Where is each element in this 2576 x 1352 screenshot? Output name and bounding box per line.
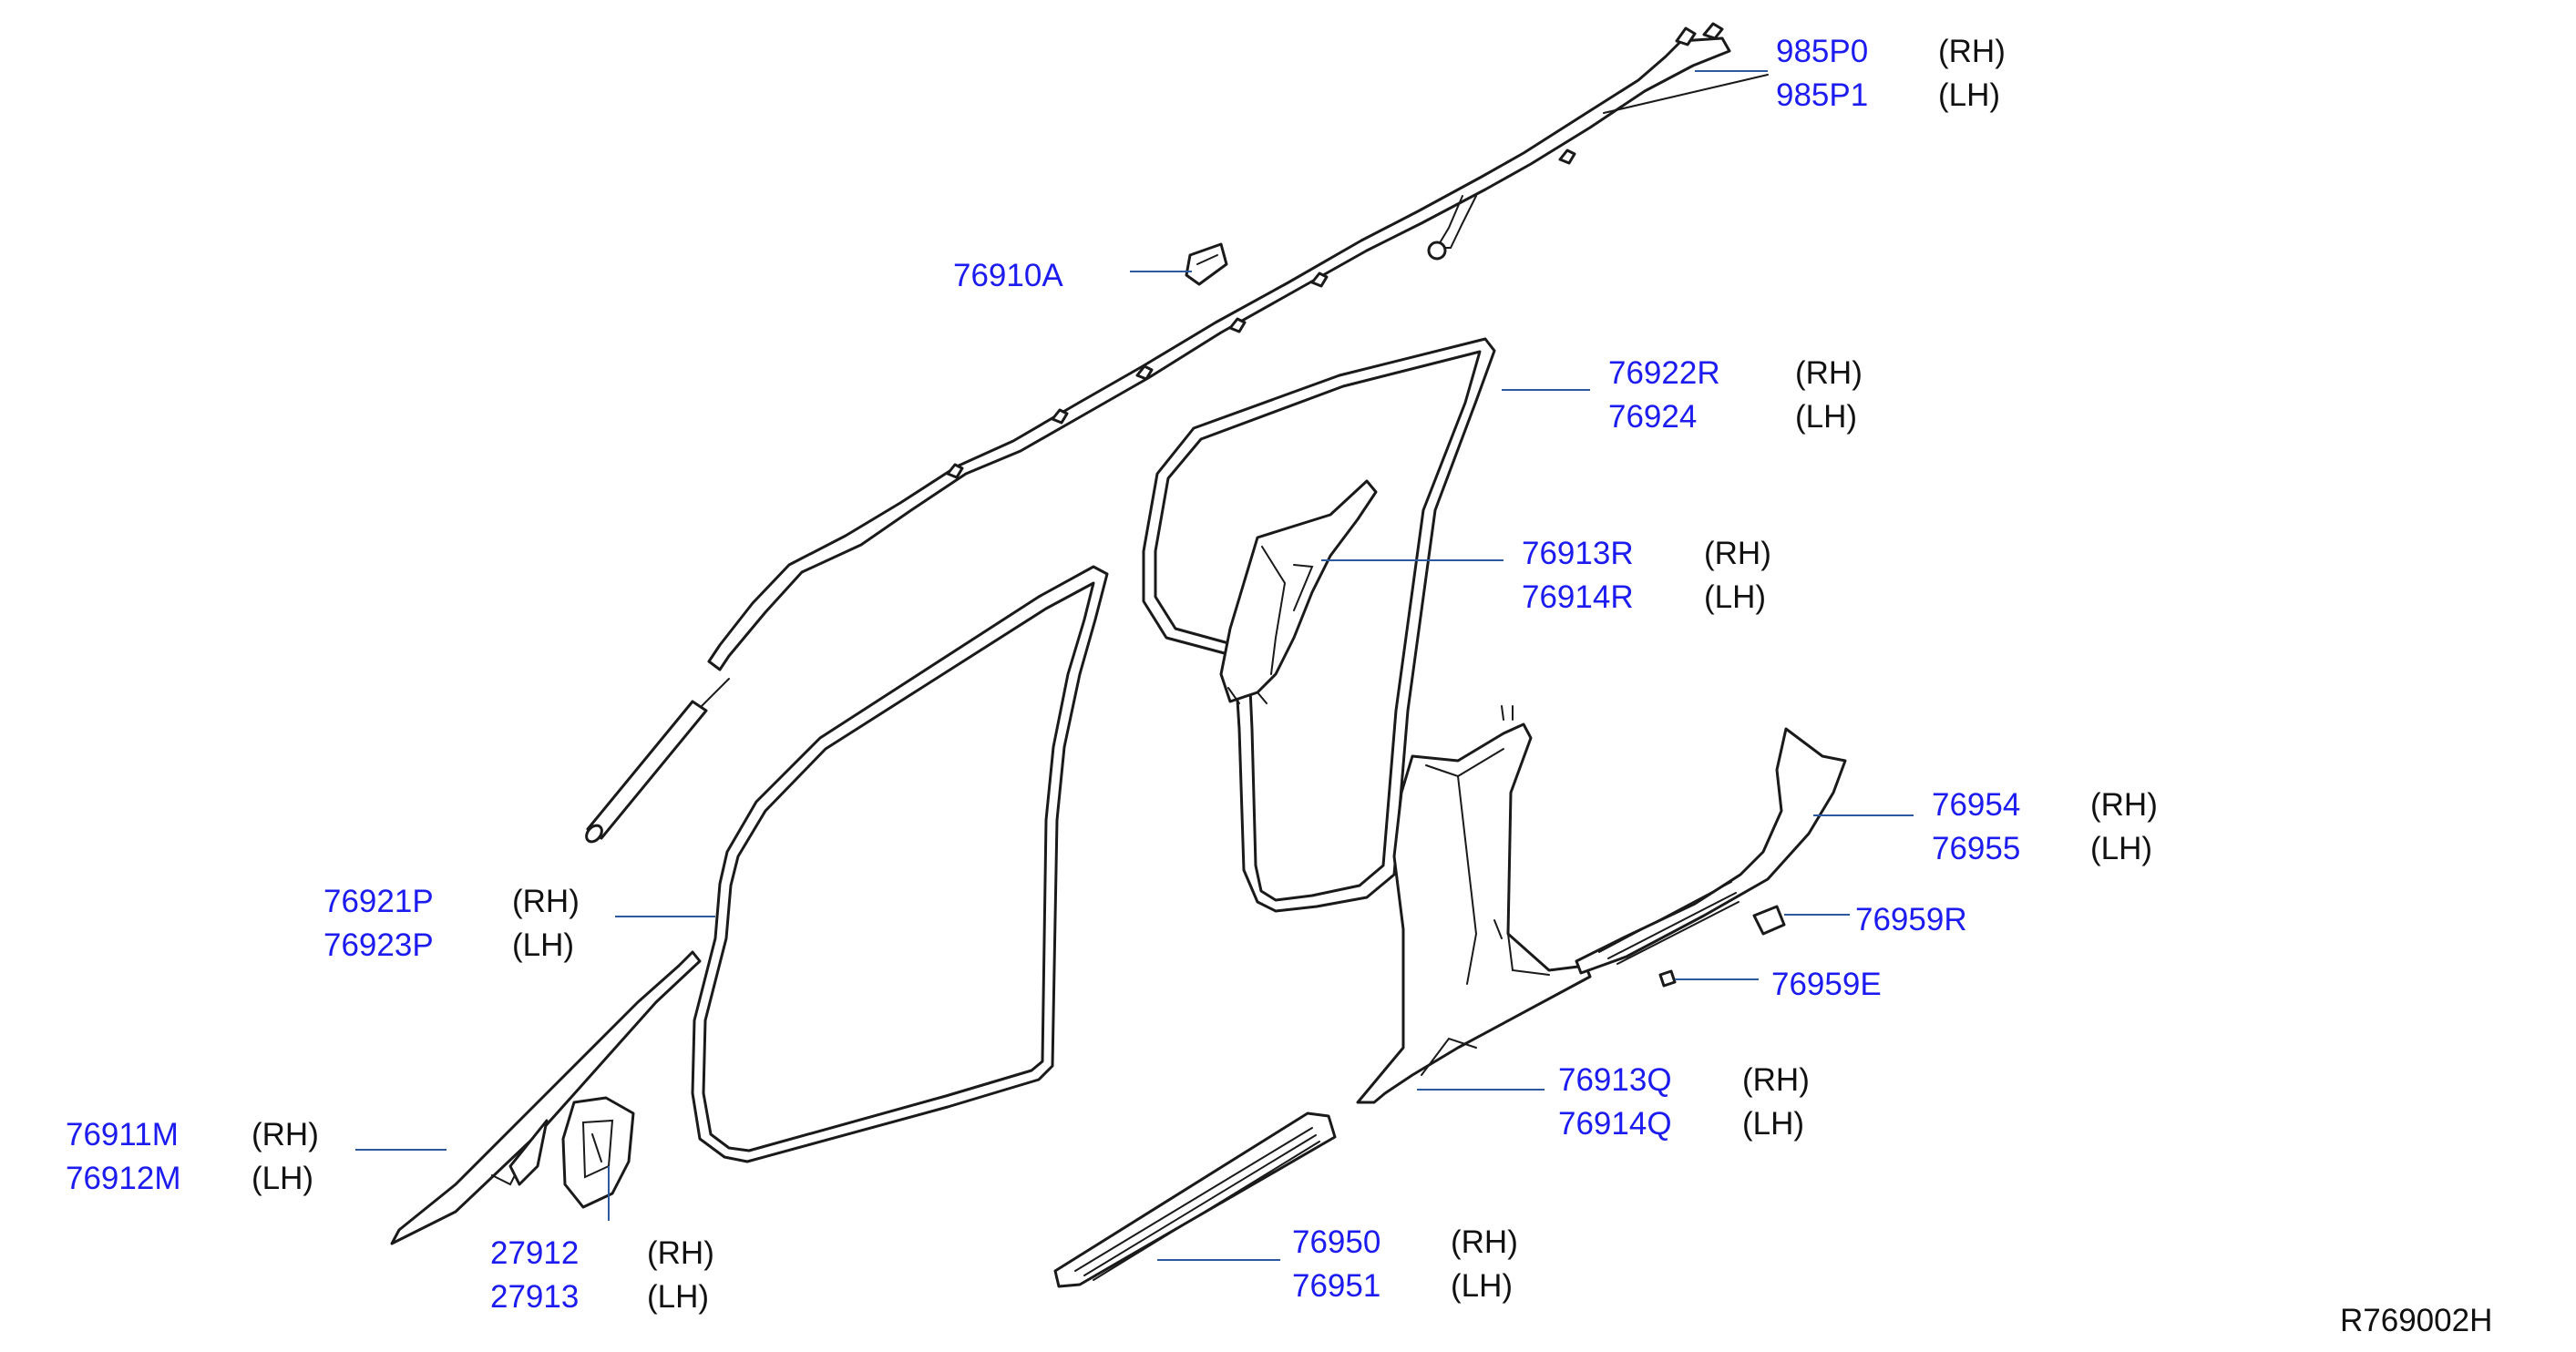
side-76954: (RH): [2090, 787, 2158, 823]
part-number-76954[interactable]: 76954: [1932, 787, 2021, 823]
part-number-76923p[interactable]: 76923P: [323, 927, 434, 963]
part-number-76910a[interactable]: 76910A: [953, 258, 1063, 293]
part-number-76959r[interactable]: 76959R: [1855, 902, 1967, 937]
curtain-airbag-drawing: [585, 22, 1769, 844]
side-27912: (RH): [647, 1235, 714, 1271]
side-76921p: (RH): [512, 884, 580, 919]
side-76914q: (LH): [1742, 1106, 1805, 1142]
side-985p0: (RH): [1938, 34, 2006, 69]
part-number-27913[interactable]: 27913: [490, 1279, 580, 1315]
part-number-985p0[interactable]: 985P0: [1776, 34, 1869, 69]
part-number-985p1[interactable]: 985P1: [1776, 77, 1869, 113]
cap-drawing: [1752, 905, 1786, 936]
kick-plate-rear-drawing: [1575, 727, 1847, 975]
side-76914r: (LH): [1704, 579, 1767, 615]
part-number-76913r[interactable]: 76913R: [1522, 536, 1634, 571]
part-number-76913q[interactable]: 76913Q: [1558, 1062, 1672, 1098]
side-76955: (LH): [2090, 831, 2153, 866]
part-number-76921p[interactable]: 76921P: [323, 884, 434, 919]
part-number-76951[interactable]: 76951: [1292, 1268, 1381, 1304]
side-76913q: (RH): [1742, 1062, 1810, 1098]
side-76923p: (LH): [512, 927, 575, 963]
side-76950: (RH): [1451, 1224, 1518, 1260]
handle-drawing: [561, 1096, 635, 1209]
part-number-76911m[interactable]: 76911M: [66, 1117, 179, 1152]
side-76951: (LH): [1451, 1268, 1514, 1304]
part-number-76912m[interactable]: 76912M: [66, 1161, 181, 1196]
clip-76910a-drawing: [1185, 242, 1228, 286]
part-number-76959e[interactable]: 76959E: [1771, 967, 1882, 1002]
side-76911m: (RH): [251, 1117, 319, 1152]
front-pillar-drawing: [390, 950, 702, 1245]
weatherstrip-front-drawing: [691, 565, 1109, 1163]
pillar-lower-drawing: [1356, 705, 1592, 1104]
side-76913r: (RH): [1704, 536, 1771, 571]
part-number-76914q[interactable]: 76914Q: [1558, 1106, 1672, 1142]
part-number-76950[interactable]: 76950: [1292, 1224, 1381, 1260]
part-number-76914r[interactable]: 76914R: [1522, 579, 1634, 615]
part-number-27912[interactable]: 27912: [490, 1235, 580, 1271]
side-76922r: (RH): [1795, 355, 1863, 391]
kick-plate-front-drawing: [1053, 1111, 1337, 1288]
clip-e-drawing: [1658, 969, 1677, 988]
side-985p1: (LH): [1938, 77, 2001, 113]
part-number-76924[interactable]: 76924: [1608, 399, 1698, 435]
part-number-76922r[interactable]: 76922R: [1608, 355, 1720, 391]
part-number-76955[interactable]: 76955: [1932, 831, 2021, 866]
pillar-upper-drawing: [1219, 479, 1378, 704]
side-76924: (LH): [1795, 399, 1858, 435]
side-27913: (LH): [647, 1279, 710, 1315]
reference-code: R769002H: [2340, 1303, 2493, 1338]
side-76912m: (LH): [251, 1161, 314, 1196]
